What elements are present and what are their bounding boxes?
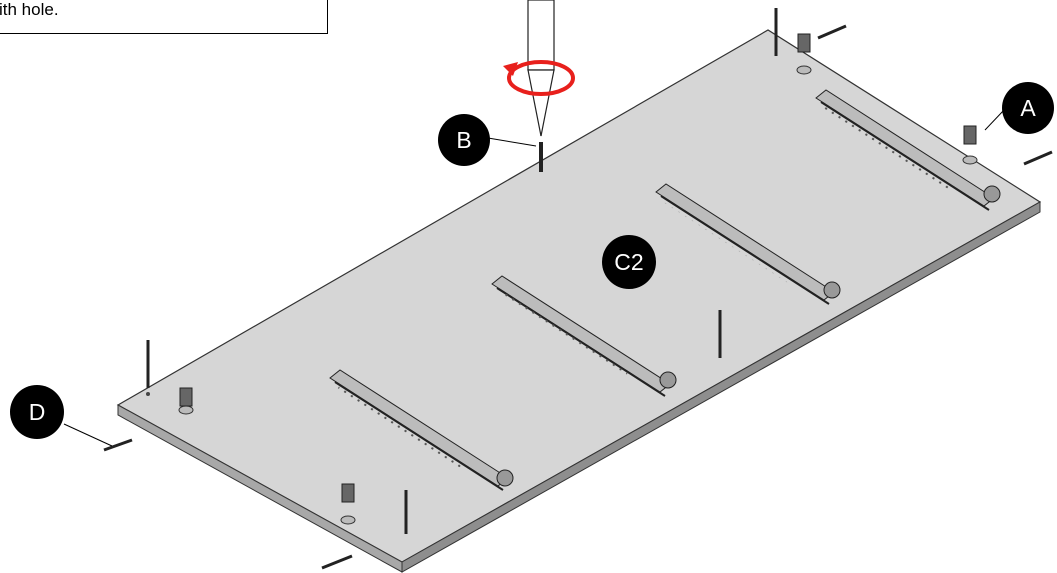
cam-lock-front-left bbox=[178, 387, 194, 415]
callout-d: D bbox=[10, 385, 64, 439]
panel-c2-right-edge bbox=[401, 201, 1041, 573]
dowel-screw-front-left bbox=[146, 340, 150, 396]
callout-c2: C2 bbox=[602, 235, 656, 289]
clockwise-rotation-arrow-icon bbox=[503, 60, 575, 96]
slide-rail-1 bbox=[329, 369, 514, 491]
screwdriver-icon bbox=[527, 0, 555, 137]
slide-rail-2 bbox=[491, 275, 677, 397]
callout-a-label: A bbox=[1020, 95, 1036, 121]
leader-line-b bbox=[487, 137, 537, 147]
side-pin-d bbox=[103, 438, 133, 452]
side-pin-bottom bbox=[321, 554, 353, 570]
side-pin-right bbox=[1023, 150, 1053, 166]
callout-b-label: B bbox=[456, 127, 471, 153]
cam-lock-front-mid bbox=[340, 483, 356, 525]
callout-c2-label: C2 bbox=[614, 249, 643, 275]
callout-a: A bbox=[1002, 82, 1054, 134]
slide-rail-4 bbox=[815, 89, 1001, 211]
instruction-caption-text: ith hole. bbox=[0, 0, 59, 19]
instruction-caption-box: ith hole. bbox=[0, 0, 328, 34]
cam-lock-a bbox=[962, 125, 978, 165]
leader-line-a bbox=[984, 109, 1005, 131]
side-pin-back bbox=[817, 24, 847, 40]
callout-b: B bbox=[438, 114, 490, 166]
callout-d-label: D bbox=[29, 399, 46, 425]
cam-lock-back bbox=[796, 33, 812, 75]
leader-line-d bbox=[63, 423, 113, 447]
slide-rail-3 bbox=[655, 183, 841, 305]
